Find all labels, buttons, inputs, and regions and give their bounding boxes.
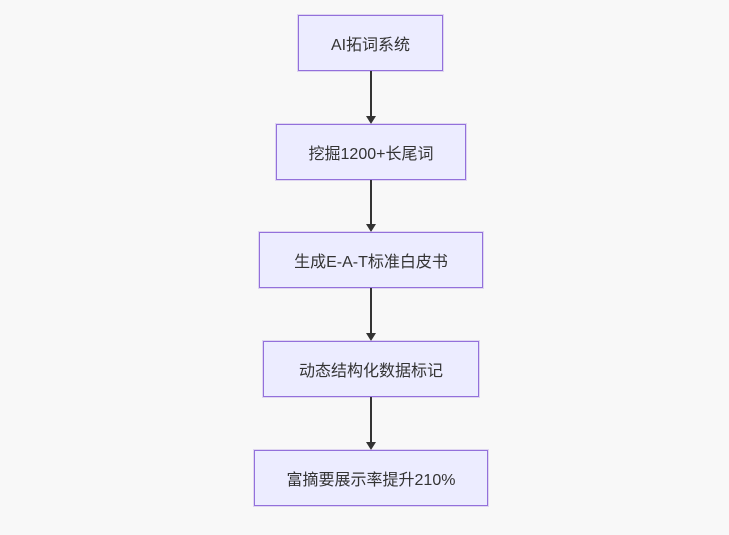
arrow-head-icon [366, 224, 376, 232]
arrow-line [370, 180, 372, 224]
arrow-line [370, 71, 372, 116]
flow-arrow-2 [365, 180, 377, 232]
flow-node-generate-eat-whitepaper: 生成E-A-T标准白皮书 [259, 232, 483, 288]
flow-node-rich-snippet-rate-increase: 富摘要展示率提升210% [254, 450, 488, 506]
flow-node-dynamic-structured-data-markup: 动态结构化数据标记 [263, 341, 479, 397]
flow-node-mine-longtail-keywords: 挖掘1200+长尾词 [276, 124, 466, 180]
flow-arrow-4 [365, 397, 377, 450]
flow-arrow-1 [365, 71, 377, 124]
flow-node-ai-word-expansion-system: AI拓词系统 [298, 15, 443, 71]
arrow-head-icon [366, 442, 376, 450]
flow-arrow-3 [365, 288, 377, 341]
arrow-head-icon [366, 116, 376, 124]
arrow-line [370, 397, 372, 442]
arrow-head-icon [366, 333, 376, 341]
arrow-line [370, 288, 372, 333]
